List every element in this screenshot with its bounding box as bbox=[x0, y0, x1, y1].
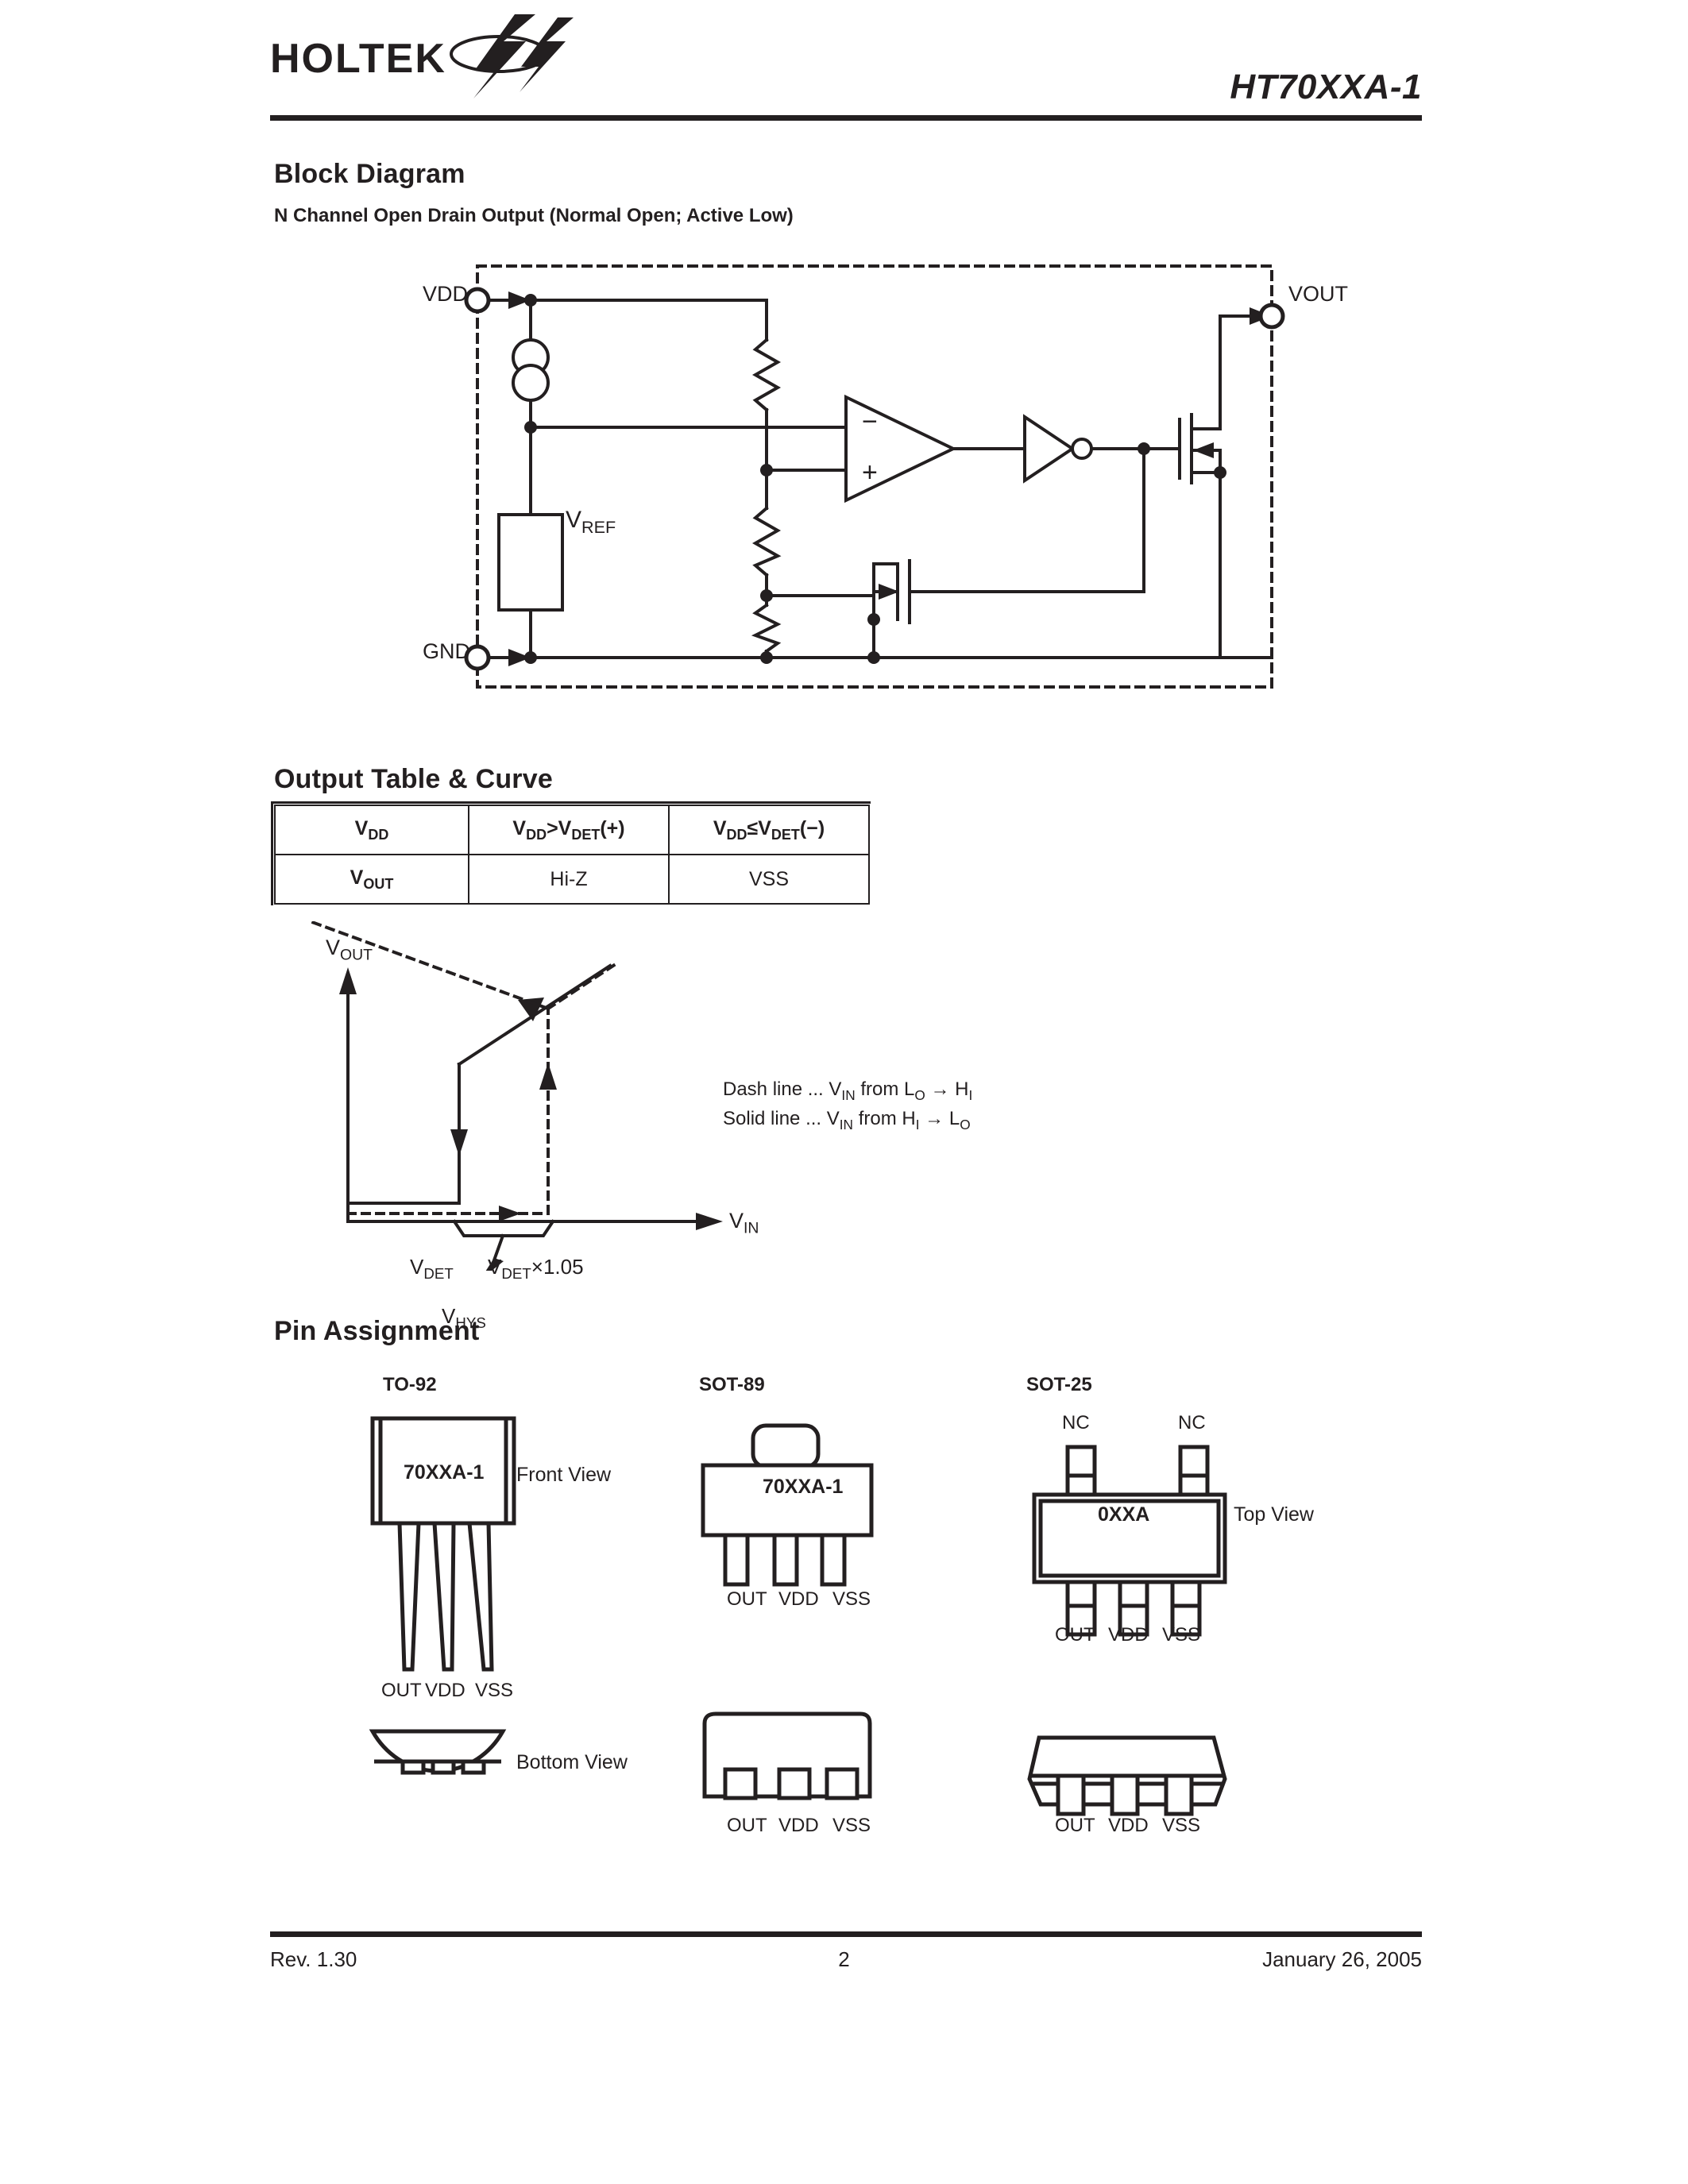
to92-bottom-view-drawing bbox=[361, 1722, 568, 1837]
sot25-bottom-pin-label-vdd: VDD bbox=[1108, 1815, 1149, 1836]
package-label-sot89: SOT-89 bbox=[699, 1374, 765, 1395]
to92-front-view-drawing bbox=[361, 1414, 568, 1696]
header-divider bbox=[270, 115, 1422, 121]
legend-solid-line: Solid line ... VIN from HI → LO bbox=[723, 1107, 971, 1133]
block-diagram-subtitle: N Channel Open Drain Output (Normal Open… bbox=[274, 205, 794, 226]
sot89-bottom-pin-label-out: OUT bbox=[727, 1815, 767, 1836]
cell-vout-header: VOUT bbox=[274, 854, 469, 905]
cell-vout-hiz: Hi-Z bbox=[468, 854, 670, 905]
sot89-pin-label-vdd: VDD bbox=[778, 1588, 819, 1610]
footer-revision: Rev. 1.30 bbox=[270, 1947, 357, 1971]
table-row: VDD VDD>VDET(+) VDD≤VDET(−) bbox=[274, 805, 870, 855]
to92-pin-label-vss: VSS bbox=[475, 1680, 514, 1701]
cell-cond-below: VDD≤VDET(−) bbox=[668, 805, 870, 855]
sot89-pin-label-out: OUT bbox=[727, 1588, 767, 1610]
curve-label-vdet: VDET bbox=[410, 1255, 454, 1283]
sot25-top-view-drawing bbox=[1025, 1444, 1263, 1662]
sot25-marking: 0XXA bbox=[1098, 1503, 1150, 1526]
comparator-minus-sign: − bbox=[862, 407, 878, 437]
sot25-bottom-pin-label-vss: VSS bbox=[1162, 1815, 1201, 1836]
sot89-top-view-drawing bbox=[695, 1422, 917, 1640]
legend-dash-line: Dash line ... VIN from LO → HI bbox=[723, 1078, 973, 1103]
sot25-bottom-pin-label-out: OUT bbox=[1055, 1815, 1095, 1836]
comparator-plus-sign: + bbox=[862, 457, 878, 488]
sot89-pin-label-vss: VSS bbox=[832, 1588, 871, 1610]
footer-page-number: 2 bbox=[838, 1947, 850, 1971]
cell-vdd-header: VDD bbox=[274, 805, 469, 855]
footer-divider bbox=[270, 1931, 1422, 1937]
blockdiagram-label-vref: VREF bbox=[566, 507, 616, 537]
sot25-pin-label-vss: VSS bbox=[1162, 1624, 1201, 1646]
blockdiagram-label-gnd: GND bbox=[423, 639, 470, 663]
holtek-logo: HOLTEK bbox=[270, 14, 574, 98]
pin-assignment-title: Pin Assignment bbox=[274, 1316, 480, 1346]
to92-marking: 70XXA-1 bbox=[404, 1461, 485, 1484]
sot89-marking: 70XXA-1 bbox=[763, 1476, 844, 1498]
part-number: HT70XXA-1 bbox=[1230, 68, 1422, 106]
output-table: VDD VDD>VDET(+) VDD≤VDET(−) VOUT Hi-Z VS… bbox=[274, 805, 870, 905]
table-row: VOUT Hi-Z VSS bbox=[274, 854, 870, 905]
cell-vout-vss: VSS bbox=[668, 854, 870, 905]
package-label-sot25: SOT-25 bbox=[1026, 1374, 1092, 1395]
curve-label-vhys: VHYS bbox=[442, 1304, 486, 1332]
blockdiagram-label-vdd: VDD bbox=[423, 282, 469, 306]
sot25-top-view-label: Top View bbox=[1234, 1503, 1314, 1526]
sot25-pin-label-vdd: VDD bbox=[1108, 1624, 1149, 1646]
output-curve-graph bbox=[307, 919, 755, 1280]
sot25-pin-label-out: OUT bbox=[1055, 1624, 1095, 1646]
to92-front-view-label: Front View bbox=[516, 1464, 612, 1486]
to92-bottom-view-label: Bottom View bbox=[516, 1751, 628, 1773]
blockdiagram-label-vout: VOUT bbox=[1288, 282, 1349, 306]
sot89-side-view-drawing bbox=[695, 1707, 917, 1815]
cell-cond-above: VDD>VDET(+) bbox=[468, 805, 670, 855]
sot25-nc-label-left: NC bbox=[1062, 1412, 1090, 1433]
curve-x-axis-label: VIN bbox=[729, 1209, 759, 1237]
curve-label-vdet-1p05: VDET×1.05 bbox=[488, 1255, 584, 1283]
sot89-bottom-pin-label-vss: VSS bbox=[832, 1815, 871, 1836]
to92-pin-label-out: OUT bbox=[381, 1680, 422, 1701]
sot25-nc-label-right: NC bbox=[1178, 1412, 1206, 1433]
block-diagram-title: Block Diagram bbox=[274, 159, 465, 189]
holtek-logo-text: HOLTEK bbox=[270, 36, 446, 82]
to92-pin-label-vdd: VDD bbox=[425, 1680, 465, 1701]
sot89-bottom-pin-label-vdd: VDD bbox=[778, 1815, 819, 1836]
block-diagram-schematic: − + bbox=[397, 246, 1319, 711]
sot25-side-view-drawing bbox=[1025, 1731, 1263, 1823]
footer-date: January 26, 2005 bbox=[1262, 1947, 1422, 1971]
package-label-to92: TO-92 bbox=[383, 1374, 437, 1395]
curve-y-axis-label: VOUT bbox=[326, 936, 373, 964]
curve-legend: Dash line ... VIN from LO → HI Solid lin… bbox=[723, 1076, 972, 1135]
holtek-logo-mark-icon bbox=[426, 13, 593, 104]
output-table-curve-title: Output Table & Curve bbox=[274, 764, 553, 794]
